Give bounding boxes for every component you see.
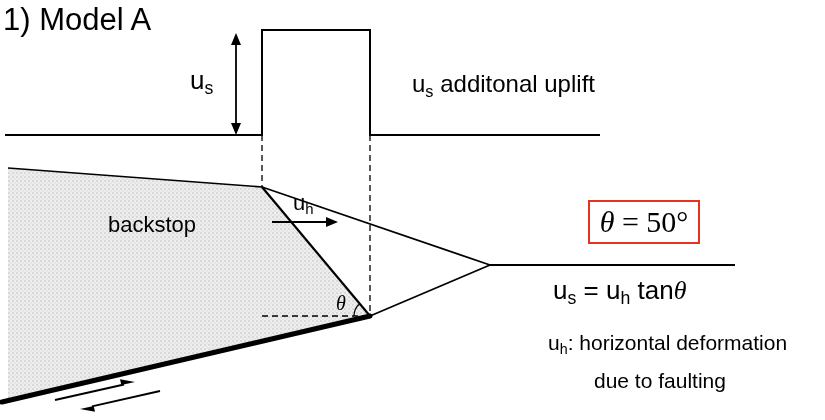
arrow-head	[120, 379, 135, 385]
parameter-value: θ = 50°	[600, 205, 689, 240]
slip-arrow	[92, 391, 160, 406]
arrow-head	[231, 33, 241, 45]
backstop-region: backstop	[0, 160, 380, 410]
seafloor-line	[490, 264, 735, 266]
backstop-fill	[8, 168, 370, 400]
slip-arrow	[55, 385, 124, 401]
equation: us = uh tanθ	[553, 276, 686, 306]
angle-label: θ	[336, 293, 346, 313]
annotation: us additonal uplift	[412, 70, 595, 98]
uplift-profile	[5, 30, 600, 135]
backstop-shading	[0, 160, 380, 410]
dashed-guide	[261, 135, 262, 187]
arrow-head	[326, 217, 338, 227]
definition-note: uh: horizontal deformation due to faulti…	[548, 324, 820, 400]
dimension-label: us	[190, 66, 213, 96]
arrow-head	[231, 123, 241, 135]
uplift-arrow	[235, 44, 237, 124]
wedge-bottom	[370, 265, 490, 316]
figure-title: 1) Model A	[3, 2, 151, 38]
arrow-head	[80, 406, 95, 412]
dashed-guide	[369, 135, 370, 316]
region-label: backstop	[108, 212, 196, 237]
parameter-box: θ = 50°	[588, 200, 701, 245]
vector-label: uh	[293, 190, 314, 215]
